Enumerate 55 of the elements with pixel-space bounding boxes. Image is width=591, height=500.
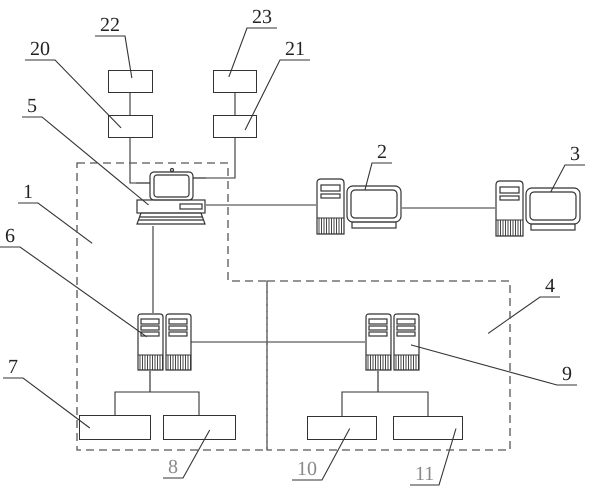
leader-line — [25, 59, 122, 128]
leader-line — [488, 296, 560, 334]
callout-number: 1 — [18, 181, 38, 203]
dashed-region — [77, 163, 267, 450]
connection-line — [191, 341, 365, 343]
leader-line — [228, 27, 277, 78]
callout-number: 6 — [0, 225, 20, 247]
callout-number: 2 — [372, 141, 392, 163]
leader-line — [3, 377, 90, 428]
server-drawing — [365, 313, 419, 371]
computer-drawing — [136, 166, 206, 226]
unit-box — [108, 70, 153, 93]
unit-box — [393, 416, 463, 440]
connection-line — [206, 138, 236, 179]
leader-line — [410, 428, 457, 486]
leader-line — [410, 344, 577, 386]
connection-line — [129, 93, 131, 115]
leader-line — [163, 430, 210, 479]
unit-box — [163, 415, 236, 440]
leader-line — [22, 116, 149, 206]
callout-number: 4 — [540, 275, 560, 297]
callout-number: 21 — [280, 38, 310, 60]
unit-box — [213, 70, 257, 93]
connection-line — [377, 371, 429, 416]
connection-line — [206, 204, 316, 206]
callout-number: 23 — [247, 6, 277, 28]
leader-line — [95, 35, 132, 78]
connection-line — [152, 226, 154, 313]
leader-line — [18, 202, 93, 244]
leader-line — [244, 59, 310, 130]
callout-number: 20 — [25, 38, 55, 60]
connection-line — [129, 138, 136, 184]
unit-box — [213, 115, 257, 138]
leader-line — [364, 162, 392, 190]
workstation-drawing — [316, 178, 402, 236]
callout-number: 11 — [410, 463, 440, 485]
connection-line — [234, 93, 236, 115]
unit-box — [79, 415, 151, 440]
callout-number: 9 — [557, 363, 577, 385]
callout-number: 22 — [95, 14, 125, 36]
callout-number: 7 — [3, 356, 23, 378]
unit-box — [307, 416, 377, 440]
server-drawing — [137, 313, 191, 371]
leader-line — [0, 246, 148, 338]
connection-line — [149, 371, 200, 415]
callout-number: 5 — [22, 95, 42, 117]
connection-line — [402, 207, 495, 209]
workstation-drawing — [495, 180, 581, 238]
leader-line — [550, 164, 585, 192]
callout-number: 10 — [292, 458, 322, 480]
callout-number: 3 — [565, 143, 585, 165]
dashed-region — [267, 281, 510, 450]
callout-number: 8 — [163, 456, 183, 478]
unit-box — [108, 115, 153, 138]
leader-line — [292, 428, 350, 481]
